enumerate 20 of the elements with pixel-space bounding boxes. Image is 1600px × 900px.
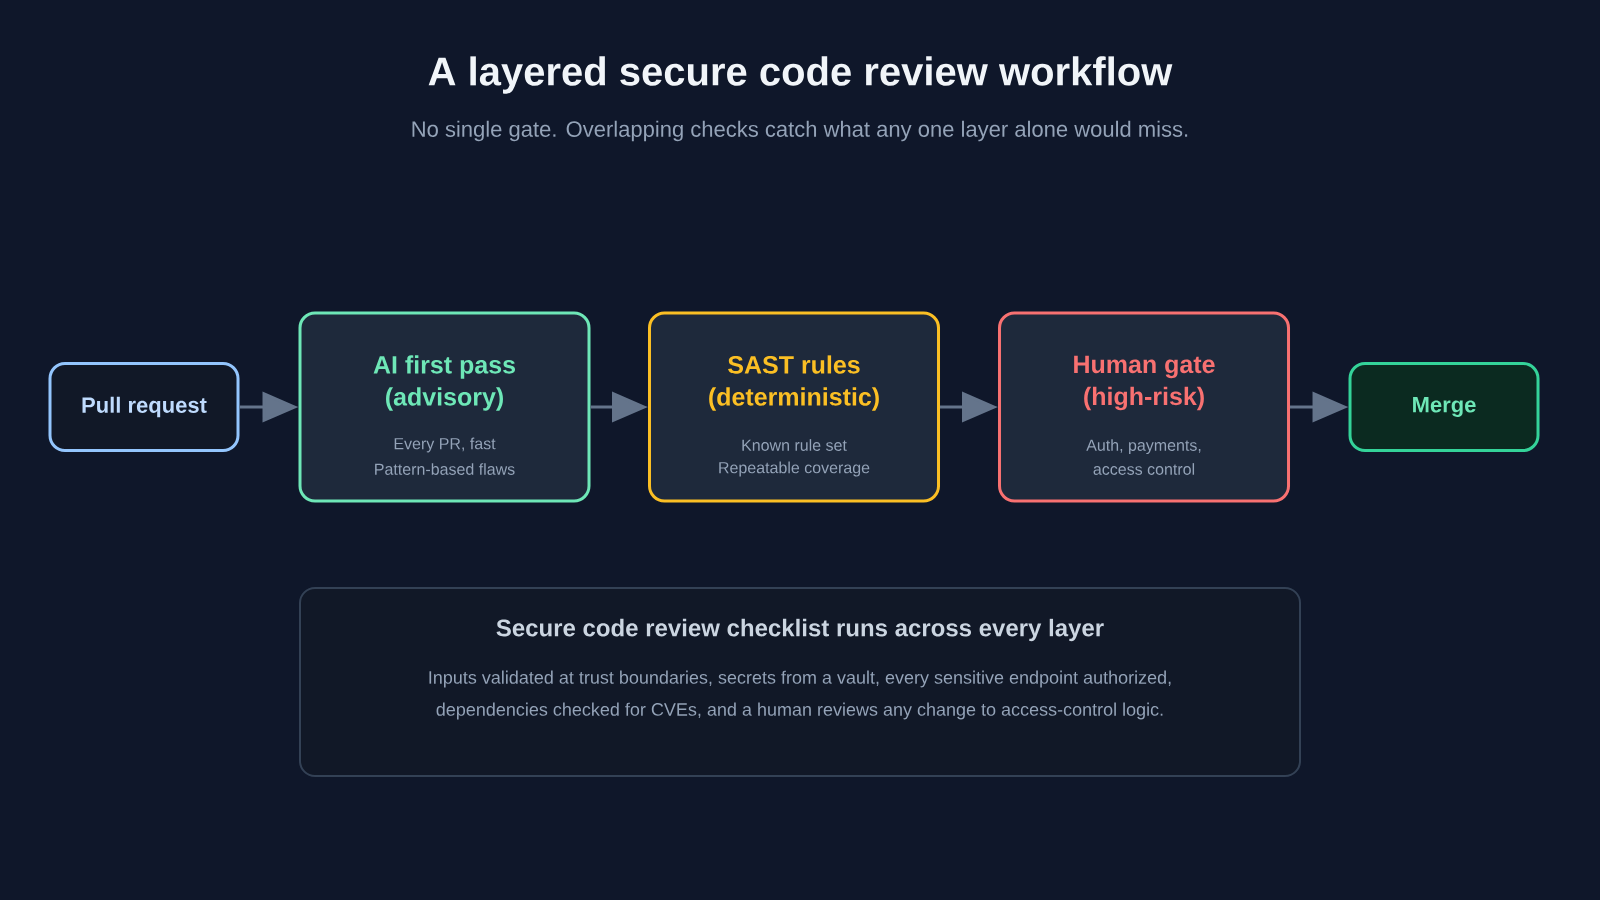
panel-text: Inputs validated at trust boundaries, secrets from a vault, every sensitive endpoint authorized, dependencies checked for CVEs, and a human reviews any change to access-control logic. <box>429 670 1171 720</box>
stage-note: Repeatable coverage <box>719 461 870 477</box>
stage-title: SAST rules (deterministic) <box>709 355 879 411</box>
stage-title: AI first pass (advisory) <box>373 355 515 411</box>
checklist-panel <box>299 587 1301 777</box>
subtitle: No single gate. Overlapping checks catch what any one layer alone would miss. <box>412 120 1188 142</box>
stage-note: Auth, payments, access control <box>1086 439 1201 475</box>
stage-box <box>648 311 940 503</box>
end-box <box>1348 362 1540 452</box>
stage-note: Known rule set <box>742 439 847 451</box>
panel-title: Secure code review checklist runs across every layer <box>496 618 1104 642</box>
stage-note: Every PR, fast <box>394 437 496 453</box>
stage-box <box>298 311 591 503</box>
stage-box <box>998 311 1290 503</box>
box-label: Merge <box>1413 397 1476 417</box>
diagram-title: A layered secure code review workflow <box>428 56 1173 94</box>
stage-note: Pattern-based flaws <box>375 463 515 475</box>
box-label: Pull request <box>82 396 207 418</box>
stage-title: Human gate (high-risk) <box>1074 355 1215 411</box>
start-box <box>48 362 240 452</box>
